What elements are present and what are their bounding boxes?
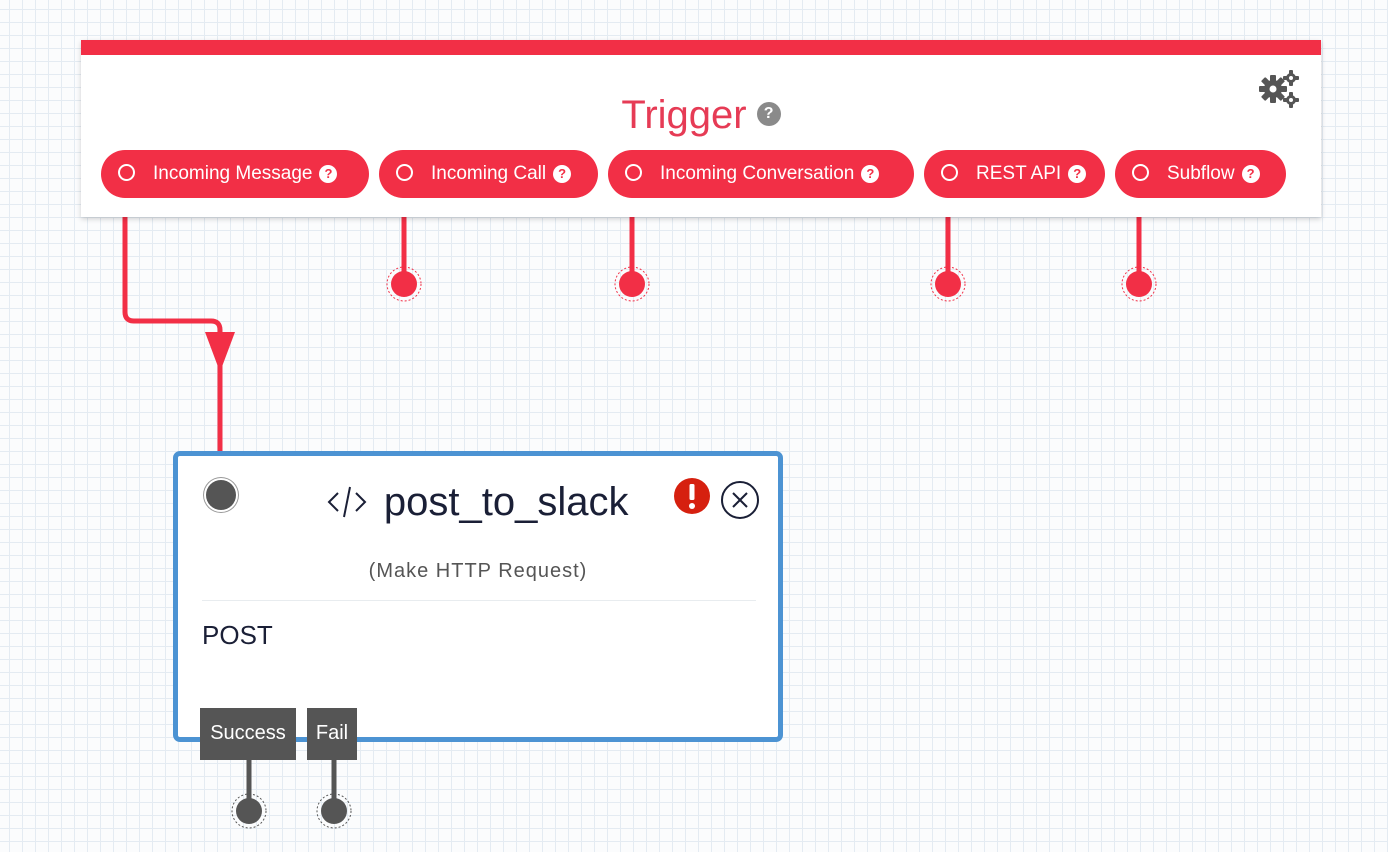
widget-type-label: (Make HTTP Request) bbox=[368, 560, 588, 582]
http-request-widget[interactable]: post_to_slack (Make HTTP Request) POST bbox=[173, 451, 783, 742]
wire-incoming-message bbox=[122, 196, 223, 462]
question-icon[interactable]: ? bbox=[861, 165, 880, 183]
divider bbox=[202, 600, 756, 601]
transition-fail-tab[interactable]: Fail bbox=[307, 708, 357, 760]
radio-icon[interactable] bbox=[118, 164, 135, 181]
help-icon[interactable]: ? bbox=[756, 102, 781, 127]
question-icon[interactable]: ? bbox=[319, 165, 338, 183]
pill-label: Incoming Message bbox=[153, 163, 313, 184]
question-icon[interactable]: ? bbox=[1068, 165, 1087, 183]
trigger-pill-rest-api[interactable]: REST API? bbox=[924, 150, 1105, 198]
pill-label: Incoming Call bbox=[431, 163, 547, 184]
radio-icon[interactable] bbox=[1132, 164, 1149, 181]
trigger-title-text: Trigger bbox=[621, 93, 747, 137]
wire-arrowhead bbox=[205, 332, 235, 372]
http-method: POST bbox=[202, 620, 273, 650]
radio-icon[interactable] bbox=[396, 164, 413, 181]
transition-port-success[interactable] bbox=[231, 758, 267, 829]
trigger-pill-subflow[interactable]: Subflow? bbox=[1115, 150, 1286, 198]
widget-name: post_to_slack bbox=[383, 480, 629, 524]
trigger-pill-incoming-conversation[interactable]: Incoming Conversation? bbox=[608, 150, 914, 198]
close-icon[interactable] bbox=[720, 480, 760, 520]
trigger-pill-incoming-call[interactable]: Incoming Call? bbox=[379, 150, 598, 198]
transition-port-fail[interactable] bbox=[316, 758, 352, 829]
pill-label: Subflow bbox=[1167, 163, 1235, 184]
inbound-port[interactable] bbox=[206, 480, 236, 510]
trigger-pill-incoming-message[interactable]: Incoming Message? bbox=[101, 150, 369, 198]
radio-icon[interactable] bbox=[625, 164, 642, 181]
error-icon[interactable] bbox=[673, 477, 711, 515]
question-icon[interactable]: ? bbox=[553, 165, 572, 183]
trigger-widget[interactable]: Trigger? Incoming Message? bbox=[81, 40, 1321, 217]
code-icon bbox=[328, 486, 367, 518]
widget-header: post_to_slack bbox=[178, 478, 778, 528]
trigger-title: Trigger? bbox=[81, 91, 1321, 139]
transition-success-tab[interactable]: Success bbox=[200, 708, 296, 760]
pill-label: REST API bbox=[976, 163, 1062, 184]
radio-icon[interactable] bbox=[941, 164, 958, 181]
question-icon[interactable]: ? bbox=[1241, 165, 1260, 183]
pill-label: Incoming Conversation bbox=[660, 163, 855, 184]
gears-icon[interactable] bbox=[1257, 69, 1301, 109]
